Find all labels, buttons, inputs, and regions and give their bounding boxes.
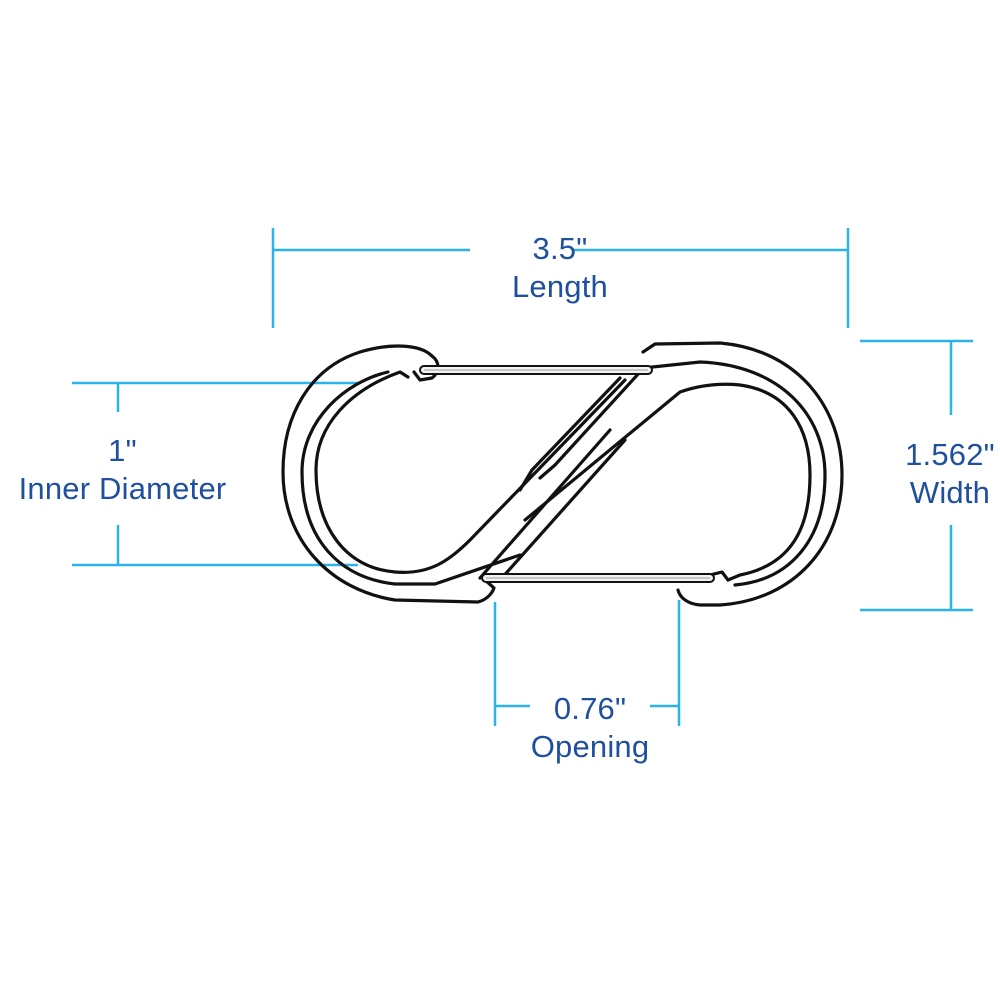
top-gate-icon: [419, 365, 653, 375]
length-caption: Length: [511, 269, 609, 304]
inner-diameter-label: 1" Inner Diameter: [0, 432, 250, 508]
width-value: 1.562": [905, 437, 995, 472]
width-dimension-lines: [860, 339, 973, 612]
length-value: 3.5": [532, 231, 588, 266]
opening-dimension-lines: [493, 600, 681, 726]
opening-label: 0.76" Opening: [490, 690, 690, 766]
opening-caption: Opening: [530, 729, 650, 764]
length-dimension-lines: [271, 228, 850, 328]
opening-value: 0.76": [553, 691, 627, 726]
s-carabiner-icon: [281, 341, 844, 607]
inner-diameter-caption: Inner Diameter: [18, 471, 227, 506]
inner-diameter-value: 1": [108, 433, 137, 468]
width-caption: Width: [909, 475, 991, 510]
length-label: 3.5" Length: [460, 230, 660, 306]
bottom-gate-icon: [481, 573, 715, 583]
width-label: 1.562" Width: [880, 436, 1000, 512]
